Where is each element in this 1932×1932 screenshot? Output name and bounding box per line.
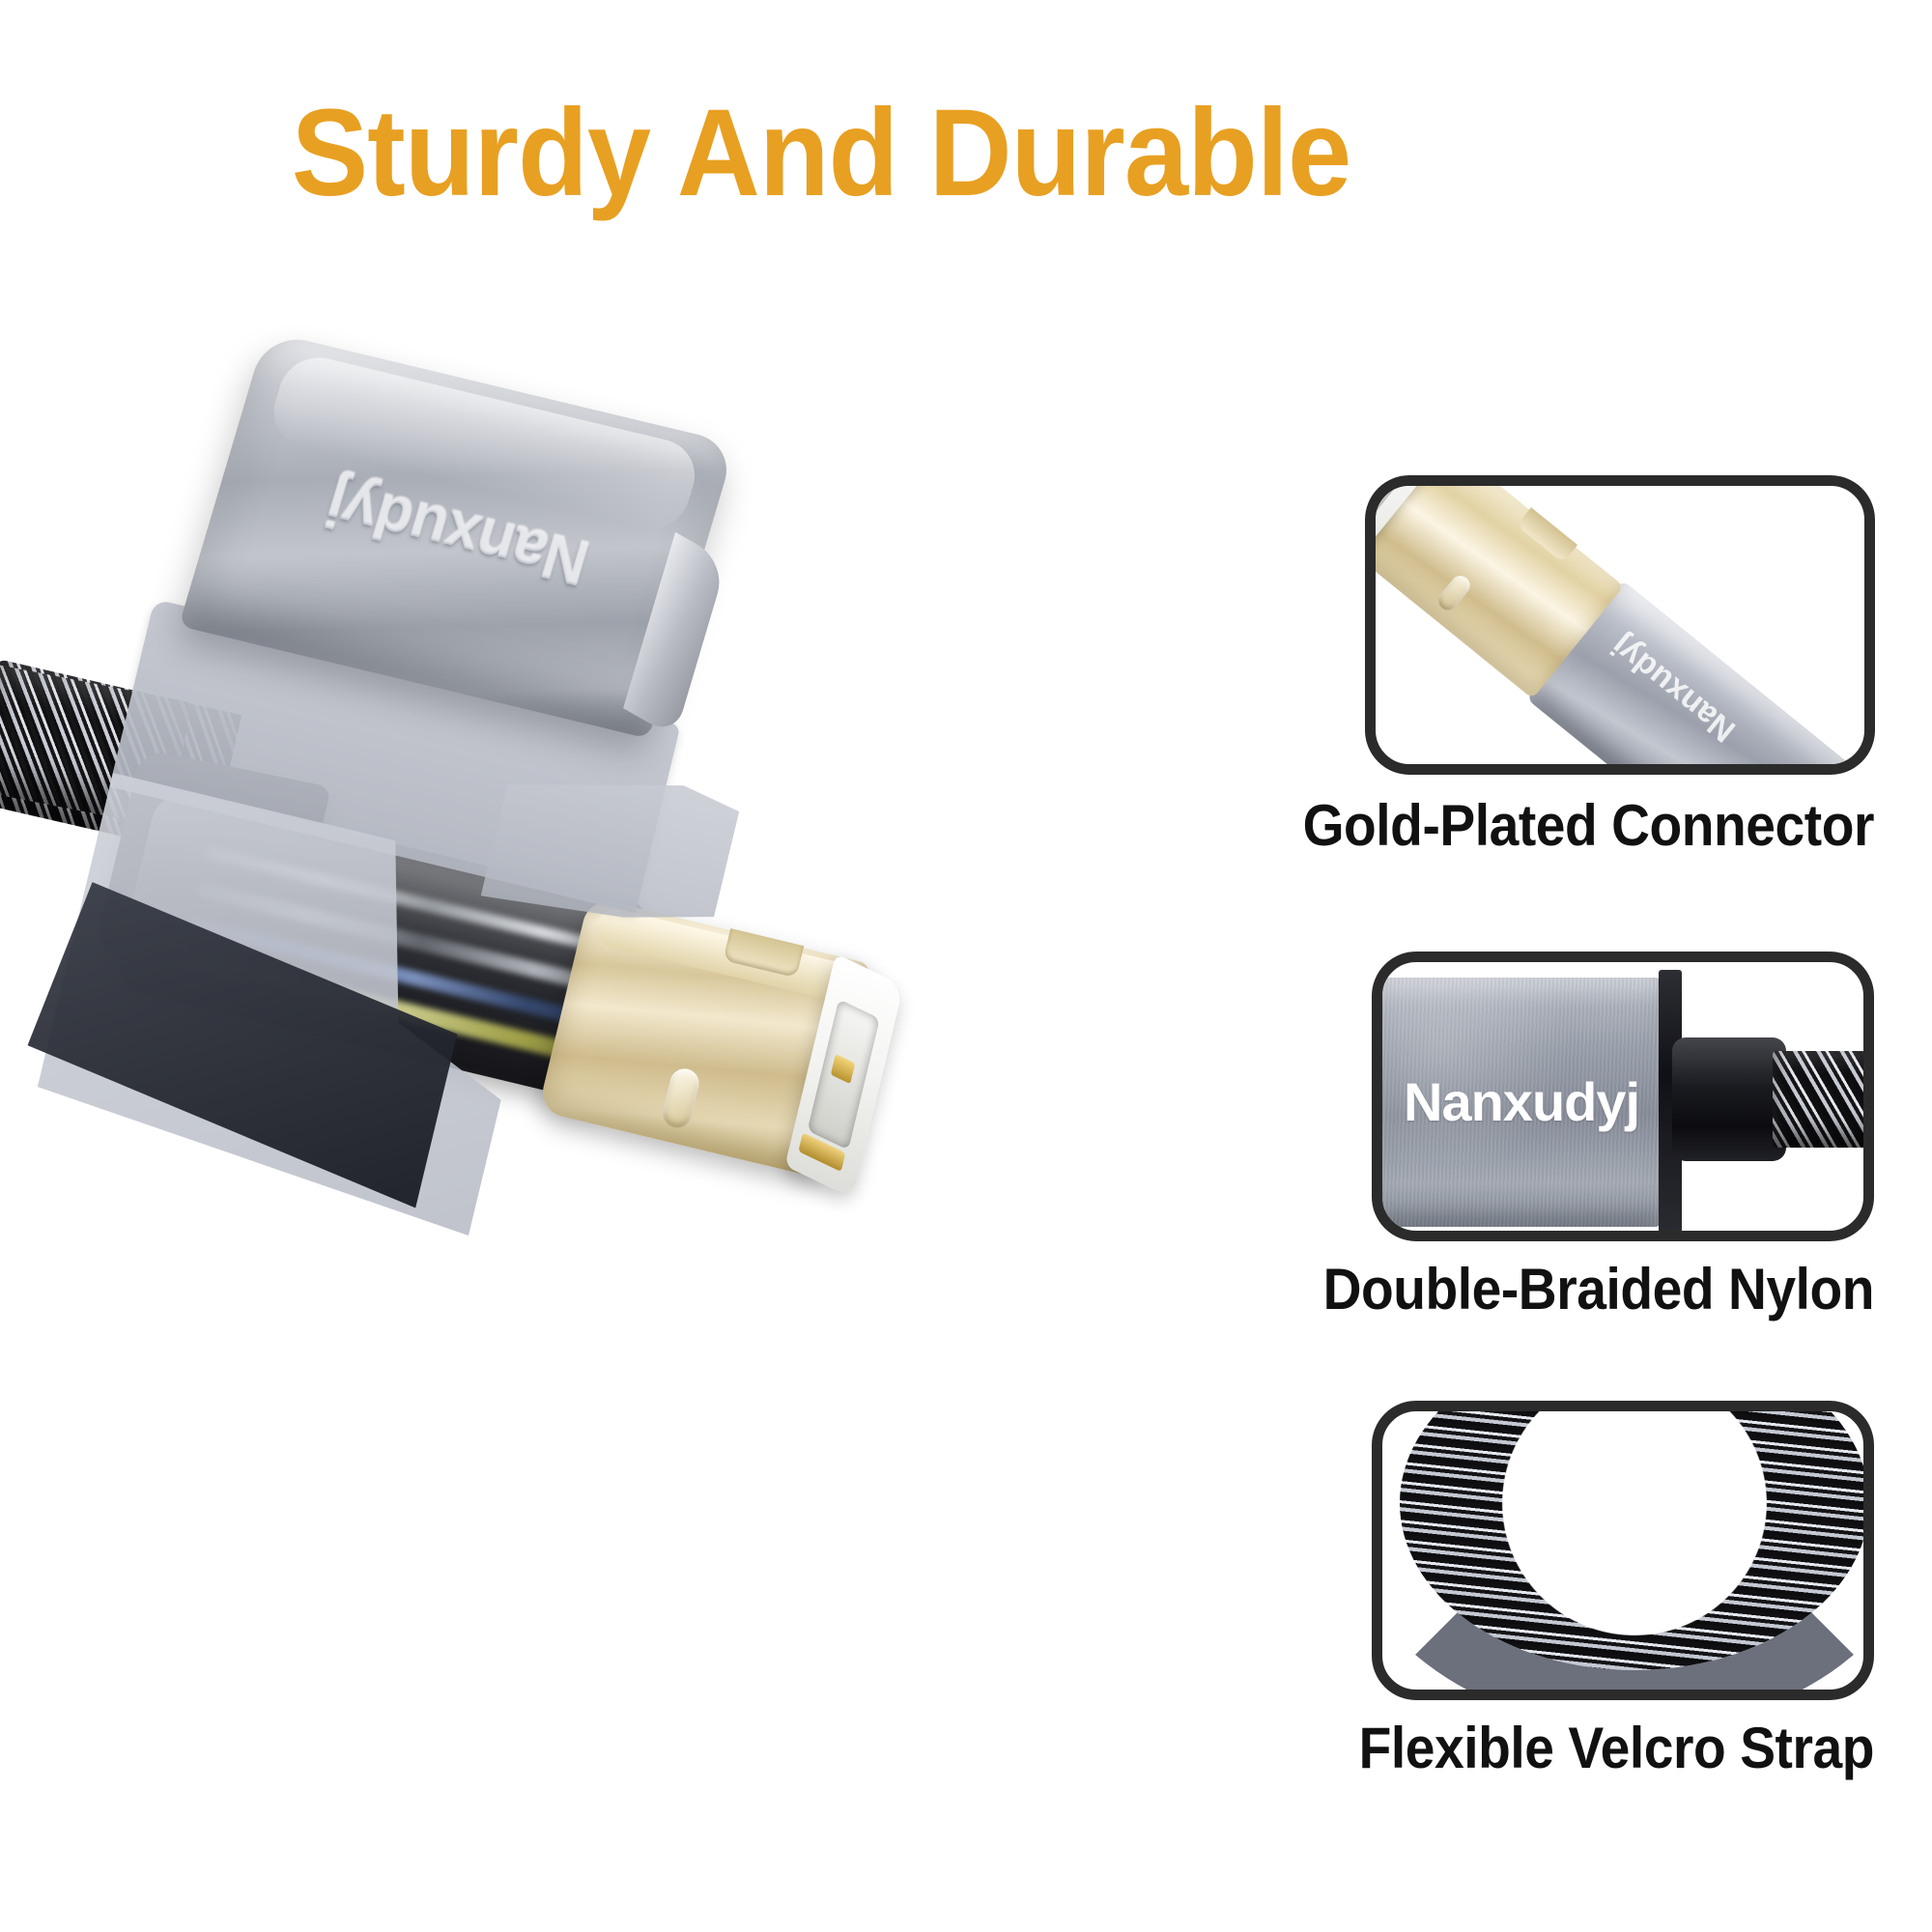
- caption-flexible-velcro-strap: Flexible Velcro Strap: [1358, 1716, 1875, 1780]
- panel3-strap-shading: [1382, 1411, 1863, 1690]
- hero-product-image: Nanxudyj: [0, 319, 1024, 1613]
- gold-plated-connector-photo: Nanxudyj: [1376, 486, 1864, 764]
- panel2-braided-cable: [1773, 1051, 1863, 1148]
- caption-double-braided-nylon: Double-Braided Nylon: [1322, 1257, 1875, 1321]
- aluminum-housing: Nanxudyj: [179, 330, 736, 739]
- page-title: Sturdy And Durable: [291, 84, 1352, 222]
- panel3-clip: [1382, 1411, 1863, 1690]
- feature-panel-flexible-velcro-strap: [1372, 1401, 1874, 1700]
- panel2-hood-texture: [1382, 978, 1662, 1227]
- panel2-brand-text: Nanxudyj: [1404, 1071, 1640, 1132]
- gold-usb-b-connector: [537, 896, 904, 1199]
- panel2-aluminum-hood: [1382, 978, 1662, 1227]
- panel3-curved-braided-strap: [1382, 1411, 1863, 1690]
- feature-panel-double-braided-nylon: Nanxudyj: [1372, 952, 1874, 1241]
- panel2-strain-relief-boot: [1672, 1037, 1786, 1161]
- feature-panel-gold-plated-connector: Nanxudyj: [1365, 475, 1875, 775]
- caption-gold-plated-connector: Gold-Plated Connector: [1302, 793, 1875, 858]
